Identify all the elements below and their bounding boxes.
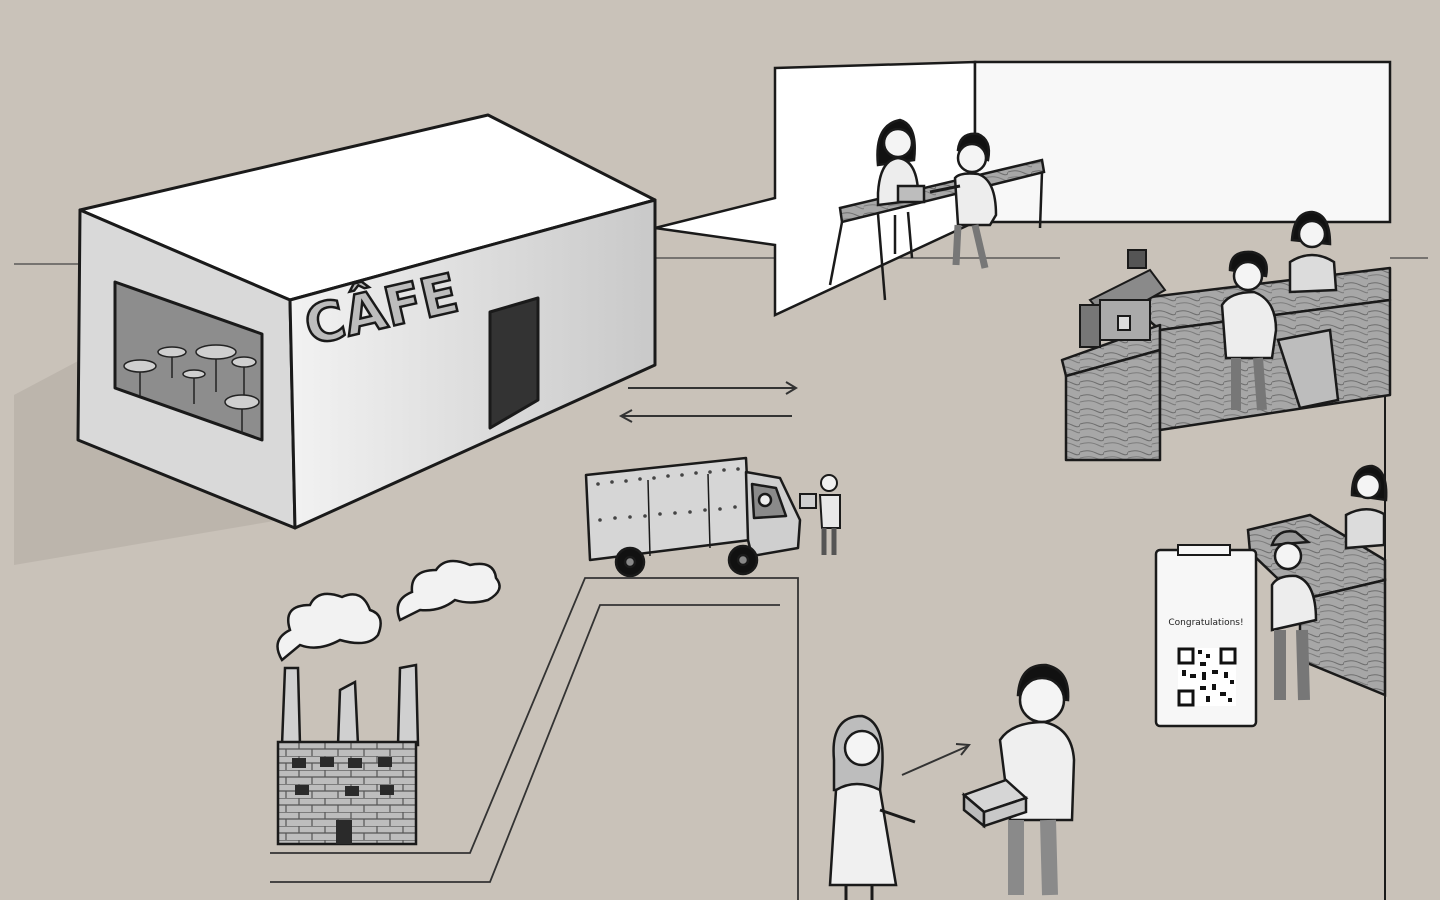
espresso-machine [1079,249,1167,348]
cap-customer [1270,530,1318,701]
exchange-arrows [618,381,798,423]
cafe-stools [123,344,260,434]
congratulations-poster [1154,544,1258,728]
poster-message: Congratulations! [1168,618,1243,628]
supply-route [270,577,799,900]
counter-customer [1220,250,1278,411]
gift-box [961,778,1029,829]
transaction-panel [654,60,1392,317]
cafe-door [488,296,540,430]
cafe-building [76,113,657,530]
factory [276,559,501,846]
delivery-truck [584,456,802,578]
qr-code-icon [1177,647,1237,707]
courier [799,474,841,555]
barista-lower [1344,464,1388,550]
cafe-side-wall [288,198,657,530]
gift-giver [998,663,1076,896]
gift-recipient [828,714,916,900]
gift-arrow [901,743,971,776]
barista-upper [1288,210,1338,294]
trash-bin [1276,328,1340,410]
panel-customer [929,132,998,269]
panel-seller [876,118,926,259]
